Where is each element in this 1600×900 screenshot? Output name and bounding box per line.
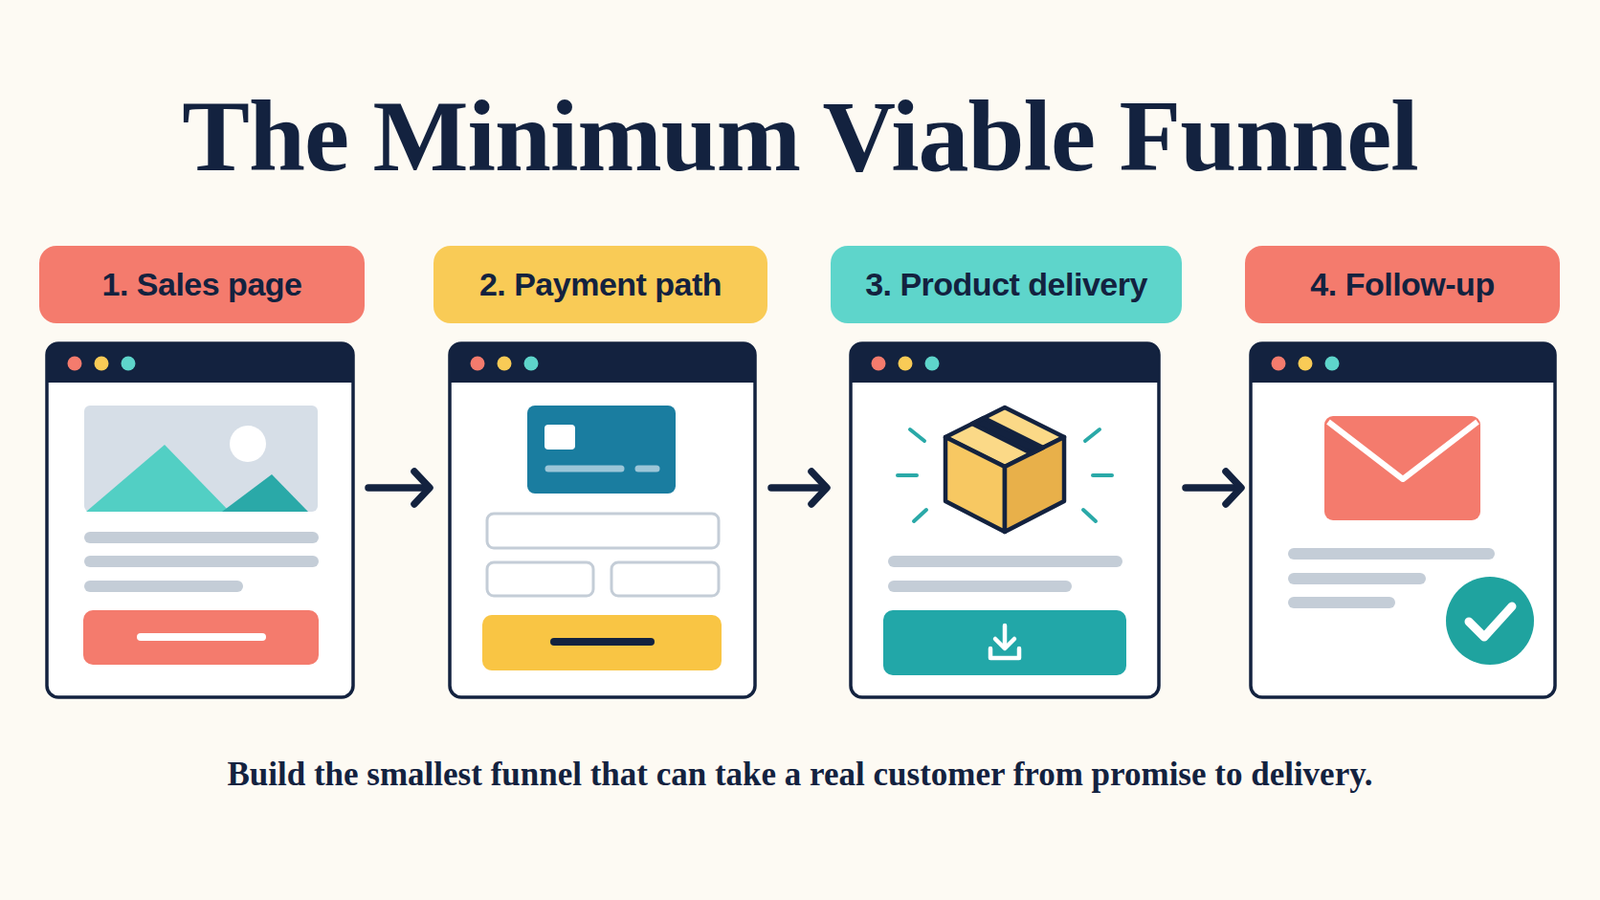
arrow-head: [1225, 471, 1242, 505]
step-label: 1. Sales page: [102, 266, 303, 304]
arrow-shaft: [771, 484, 824, 492]
step-label: 4. Follow-up: [1310, 266, 1494, 304]
arrow-shaft: [1185, 484, 1239, 492]
payment-window: [449, 343, 756, 698]
funnel-step: 2. Payment path: [433, 245, 768, 698]
step-pill: 4. Follow-up: [1244, 245, 1560, 324]
flow-arrow: [771, 471, 827, 505]
funnel-step: 4. Follow-up: [1244, 245, 1560, 698]
caption: Build the smallest funnel that can take …: [0, 751, 1600, 800]
step-label: 2. Payment path: [479, 266, 722, 304]
funnel-step: 3. Product delivery: [830, 245, 1182, 698]
funnel-step: 1. Sales page: [39, 245, 365, 698]
step-pill: 3. Product delivery: [830, 245, 1182, 324]
arrow-head: [811, 471, 827, 505]
arrow-shaft: [368, 484, 427, 492]
step-pill: 2. Payment path: [433, 245, 768, 324]
title: The Minimum Viable Funnel: [0, 74, 1600, 200]
flow-arrow: [1185, 471, 1242, 505]
delivery-window: [850, 343, 1159, 698]
step-pill: 1. Sales page: [39, 245, 365, 324]
flow-arrow: [368, 471, 430, 505]
sales-window: [46, 343, 354, 698]
step-label: 3. Product delivery: [865, 266, 1148, 304]
arrow-head: [414, 471, 430, 505]
followup-window: [1250, 343, 1556, 698]
